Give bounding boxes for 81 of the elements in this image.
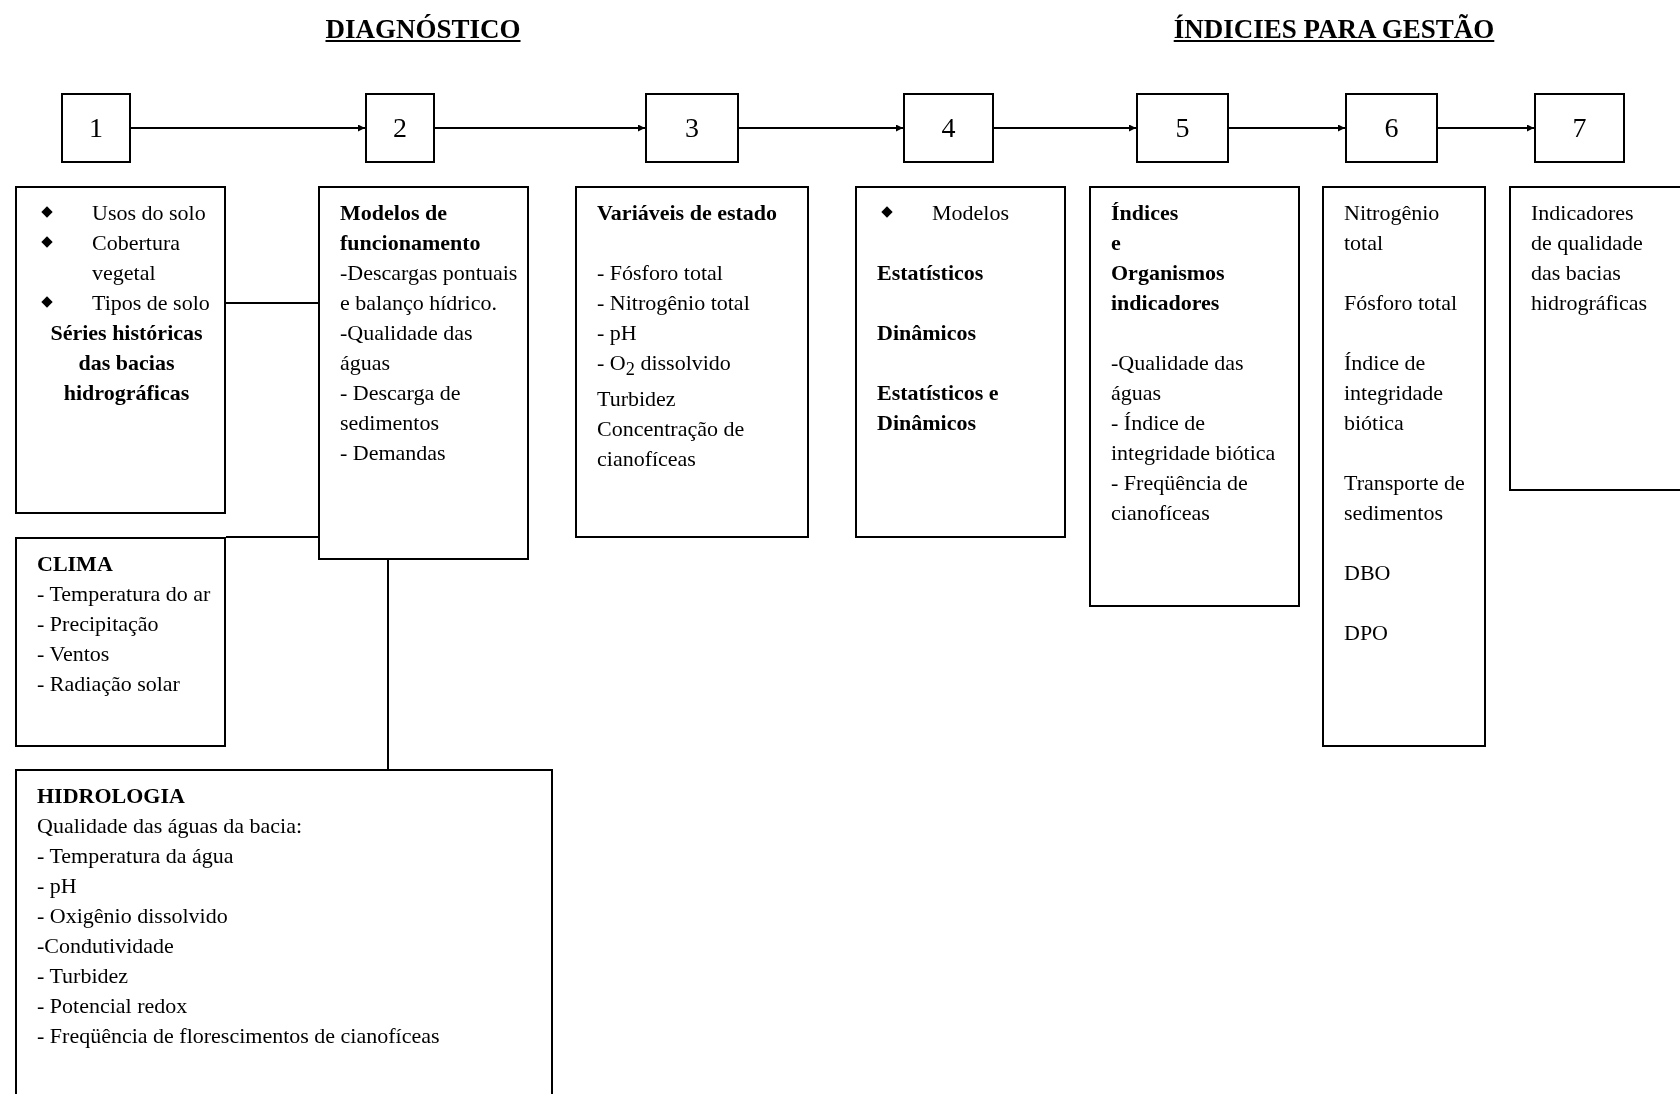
body-text: -Qualidade das águas (340, 319, 474, 377)
info-box (15, 537, 226, 747)
body-text: - Temperatura da água (37, 842, 235, 870)
step-box (1345, 93, 1438, 163)
body-text: - pH (597, 319, 638, 347)
body-text: - O$_{2}$ dissolvido (597, 349, 732, 382)
body-text: - Turbidez (37, 962, 130, 990)
heading: Estatísticos (877, 259, 985, 287)
heading: Organismos indicadores (1111, 259, 1226, 317)
body-text: -Descargas pontuais e balanço hídrico. (340, 259, 519, 317)
heading: Índices (1111, 199, 1180, 227)
body-text: Transporte de sedimentos (1344, 469, 1466, 527)
info-box (1509, 186, 1680, 491)
body-text: DBO (1344, 559, 1392, 587)
body-text: - pH (37, 872, 78, 900)
connector-line (225, 302, 319, 304)
step-number: 6 (1384, 113, 1399, 143)
body-text: - Índice de integridade biótica (1111, 409, 1277, 467)
heading: e (1111, 229, 1122, 257)
step-number: 7 (1572, 113, 1587, 143)
body-text: DPO (1344, 619, 1389, 647)
body-text: - Fósforo total (597, 259, 724, 287)
body-text: Concentração de cianofíceas (597, 415, 746, 474)
info-box (575, 186, 809, 538)
step-number: 3 (685, 113, 699, 143)
body-text: - Potencial redox (37, 992, 189, 1020)
body-text: - Ventos (37, 640, 111, 668)
body-text: -Qualidade das águas (1111, 349, 1245, 407)
body-text: - Demandas (340, 439, 447, 467)
step-number: 2 (393, 113, 407, 143)
body-text: Nitrogênio total (1344, 199, 1441, 257)
step-box (61, 93, 131, 163)
section-heading: DIAGNÓSTICO (325, 14, 521, 45)
list-item: Usos do solo (92, 200, 206, 225)
info-box (1322, 186, 1486, 747)
step-number: 5 (1175, 113, 1190, 143)
body-text: Indicadores de qualidade das bacias hidrográficas (1531, 199, 1648, 317)
arrow (993, 124, 1137, 132)
section-heading: ÍNDICIES PARA GESTÃO (1173, 14, 1495, 45)
step-box (1136, 93, 1229, 163)
body-text: - Descarga de sedimentos (340, 379, 462, 437)
list-item: Tipos de solo (92, 290, 210, 315)
arrow (738, 124, 904, 132)
body-text: -Condutividade (37, 932, 175, 960)
body-text: - Radiação solar (37, 670, 181, 698)
info-box (318, 186, 529, 560)
list-item: Cobertura vegetal (92, 230, 180, 285)
body-text: Turbidez (597, 385, 677, 414)
body-text: - Temperatura do ar (37, 580, 212, 608)
heading: Séries históricas das bacias hidrográficas (49, 319, 204, 407)
connector-line (387, 559, 389, 770)
body-text: - Freqüência de cianofíceas (1111, 469, 1249, 527)
info-box (15, 186, 226, 514)
step-box (365, 93, 435, 163)
body-text: Fósforo total (1344, 289, 1459, 317)
body-text: - Nitrogênio total (597, 289, 751, 317)
step-number: 4 (941, 113, 956, 143)
body-text: - Freqüência de florescimentos de cianofíceas (37, 1022, 441, 1050)
connector-line (225, 536, 319, 538)
arrow (434, 124, 646, 132)
arrow (130, 124, 366, 132)
arrow (1437, 124, 1535, 132)
info-box (1089, 186, 1300, 607)
heading: CLIMA (37, 550, 114, 578)
arrow (1228, 124, 1346, 132)
heading: Estatísticos e Dinâmicos (877, 379, 1000, 437)
info-box (15, 769, 553, 1094)
step-number: 1 (89, 113, 103, 143)
step-box (645, 93, 739, 163)
heading: Variáveis de estado (597, 199, 779, 227)
body-text: Índice de integridade biótica (1344, 349, 1444, 437)
heading: Modelos de funcionamento (340, 199, 482, 257)
step-box (1534, 93, 1625, 163)
info-box (855, 186, 1066, 538)
heading: Dinâmicos (877, 319, 977, 347)
body-text: - Precipitação (37, 610, 160, 638)
step-box (903, 93, 994, 163)
list-item: Modelos (932, 200, 1009, 225)
body-text: Qualidade das águas da bacia: (37, 812, 304, 840)
body-text: - Oxigênio dissolvido (37, 902, 229, 930)
heading: HIDROLOGIA (37, 782, 186, 810)
